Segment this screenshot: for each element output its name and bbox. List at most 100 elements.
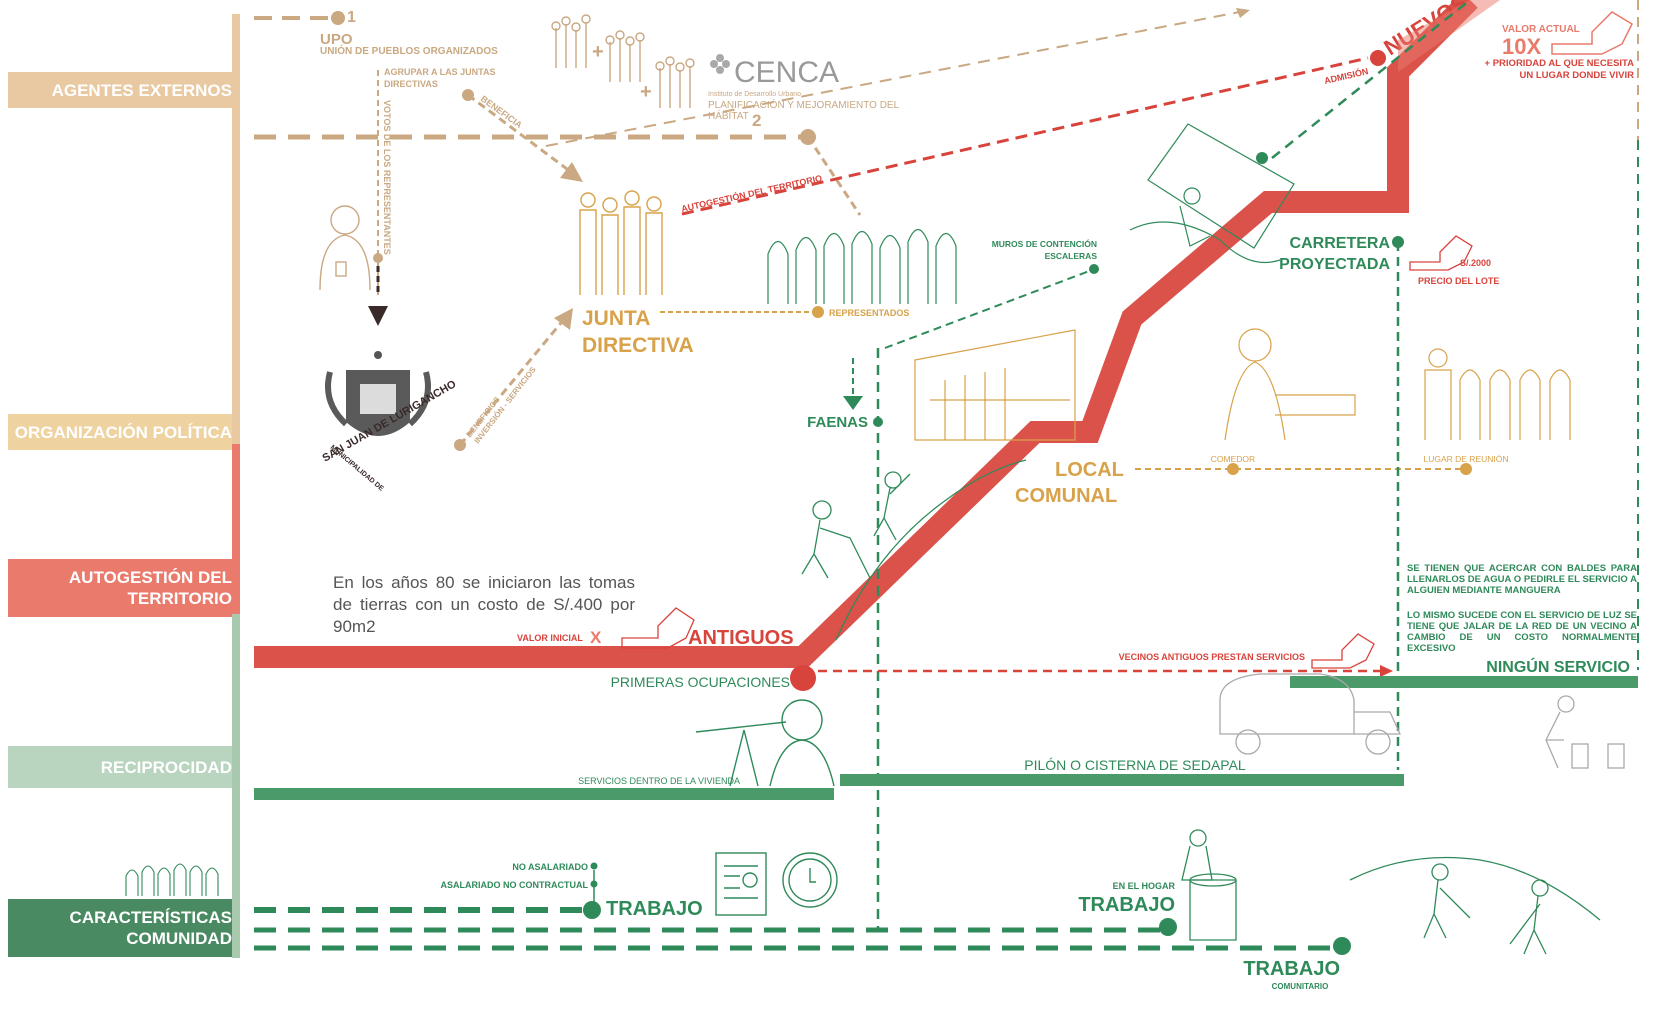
cooking-woman-icon [1181, 829, 1237, 941]
vecinos-label: VECINOS ANTIGUOS PRESTAN SERVICIOS [1119, 652, 1305, 662]
ningun-servicio-label: NINGÚN SERVICIO [1486, 657, 1630, 676]
asalariado-node [590, 880, 598, 888]
spine-red [232, 444, 240, 614]
valor-actual-label: VALOR ACTUAL [1502, 24, 1580, 35]
comedor-people-icon [1224, 328, 1356, 441]
category-caracteristicas-comunidad: CARACTERÍSTICAS COMUNIDAD [8, 899, 236, 957]
represented-crowd-icon [767, 228, 957, 304]
reunion-people-icon [1424, 348, 1571, 440]
comedor-node [1227, 463, 1239, 475]
category-agentes-externos: AGENTES EXTERNOS [8, 72, 236, 108]
trabajo-label-1: TRABAJO [606, 898, 703, 920]
local-label-2: COMUNAL [1015, 485, 1117, 507]
trabajo-label-3: TRABAJO [1243, 958, 1340, 980]
tan-diagonal-line [545, 9, 1251, 147]
person-with-buckets-icon [1545, 695, 1625, 769]
green-diagonal-line [1271, 0, 1471, 159]
muros-label-2: ESCALERAS [1045, 251, 1098, 261]
prioridad-label-2: UN LUGAR DONDE VIVIR [1519, 70, 1634, 81]
en-hogar-label: EN EL HOGAR [1113, 881, 1176, 891]
local-label-1: LOCAL [1055, 459, 1124, 481]
carretera-label-1: CARRETERA [1290, 235, 1391, 252]
green-diagonal-node [1256, 152, 1268, 164]
house-on-slope-icon [1129, 123, 1295, 264]
asalariado-label: ASALARIADO NO CONTRACTUAL [441, 880, 589, 890]
municipalidad-logo: MUNICIPALIDAD DE SAN JUAN DE LURIGANCHO [321, 351, 459, 493]
planificacion-link [806, 136, 862, 216]
prioridad-label-1: + PRIORIDAD AL QUE NECESITA [1485, 58, 1635, 69]
agrupar-label-2: DIRECTIVAS [384, 79, 438, 89]
category-reciprocidad: RECIPROCIDAD [8, 746, 236, 788]
admision-label: ADMISIÓN [1323, 65, 1369, 86]
faenas-arrow [843, 396, 863, 410]
category-autogestion-territorio: AUTOGESTIÓN DEL TERRITORIO [8, 559, 236, 617]
junta-label-1: JUNTA [582, 307, 650, 330]
lugar-reunion-node [1460, 463, 1472, 475]
category-organizacion-politica: ORGANIZACIÓN POLÍTICA [8, 414, 236, 450]
spine-tan [232, 14, 240, 444]
primeras-ocupaciones-node [790, 665, 816, 691]
representados-label: REPRESENTADOS [829, 308, 909, 318]
trabajo-node-3 [1333, 937, 1351, 955]
contract-document-icon [715, 852, 767, 916]
planificacion-label-2: HÁBITAT [708, 109, 749, 122]
primeras-ocupaciones-label: PRIMERAS OCUPACIONES [611, 674, 790, 690]
comedor-label: COMEDOR [1211, 454, 1255, 464]
junta-label-2: DIRECTIVA [582, 334, 694, 357]
representative-person-icon [319, 205, 371, 291]
note-electricity-access: LO MISMO SUCEDE CON EL SERVICIO DE LUZ S… [1407, 610, 1637, 654]
faenas-node [873, 417, 883, 427]
no-asalariado-node [590, 862, 598, 870]
trabajo-node-1 [583, 901, 601, 919]
precio-valor: S/.2000 [1460, 258, 1491, 268]
workers-digging-icon [801, 459, 1027, 641]
beneficios-label-2: INVERSIÓN - SERVICIOS [472, 365, 538, 446]
muros-node [1089, 264, 1099, 274]
water-truck-icon [1219, 673, 1402, 755]
ningun-servicio-bar [1290, 676, 1638, 688]
hand-money-icon [1409, 235, 1473, 271]
nuevos-wedge [1398, 0, 1500, 72]
clock-icon [782, 852, 838, 908]
servicios-vivienda-label: SERVICIOS DENTRO DE LA VIVIENDA [578, 776, 740, 786]
svg-text:Instituto de Desarrollo Urbano: Instituto de Desarrollo Urbano [708, 91, 801, 98]
beneficios-arrow [554, 308, 573, 330]
representados-node [812, 306, 824, 318]
beneficia-arrow [560, 162, 583, 182]
hand-money-icon [1311, 633, 1375, 669]
hand-money-icon [621, 607, 695, 649]
territorio-growth-line [254, 0, 1478, 668]
precio-lote-label: PRECIO DEL LOTE [1418, 276, 1499, 286]
upo-node [331, 11, 345, 25]
agrupar-label-1: AGRUPAR A LAS JUNTAS [384, 67, 496, 77]
arrow-head-top [1236, 8, 1250, 18]
cenca-logo: CENCA Instituto de Desarrollo Urbano [708, 54, 839, 98]
servicios-vecinos-arrow [1380, 665, 1393, 677]
servicios-vivienda-bar [254, 788, 834, 800]
plus-icon: + [640, 81, 652, 103]
muros-line [884, 269, 1093, 349]
upo-label: UPO [320, 31, 353, 48]
autogestion-dashed-line [681, 56, 1369, 216]
community-crowd-icon [125, 863, 219, 896]
faenas-label: FAENAS [807, 414, 868, 431]
valor-inicial-x: X [590, 628, 602, 647]
spine-green [232, 614, 240, 958]
note-water-access: SE TIENEN QUE ACERCAR CON BALDES PARA LL… [1407, 563, 1637, 596]
votos-arrow [368, 306, 388, 326]
planificacion-number: 2 [752, 111, 761, 130]
valor-10x: 10X [1502, 34, 1541, 59]
surveyor-icon [695, 699, 835, 787]
beneficia-label: BENEFICIA [479, 94, 525, 131]
no-asalariado-label: NO ASALARIADO [512, 862, 588, 872]
beneficia-line [467, 93, 576, 177]
autogestion-line-label: AUTOGESTIÓN DEL TERRITORIO [680, 172, 823, 214]
svg-text:CENCA: CENCA [734, 56, 839, 89]
comunitario-label: COMUNITARIO [1272, 982, 1329, 991]
junta-people-icon [579, 190, 663, 295]
upo-people-icon [551, 14, 695, 108]
votos-label: VOTOS DE LOS REPRESENTANTES [382, 100, 392, 255]
hand-money-icon [1551, 11, 1633, 55]
